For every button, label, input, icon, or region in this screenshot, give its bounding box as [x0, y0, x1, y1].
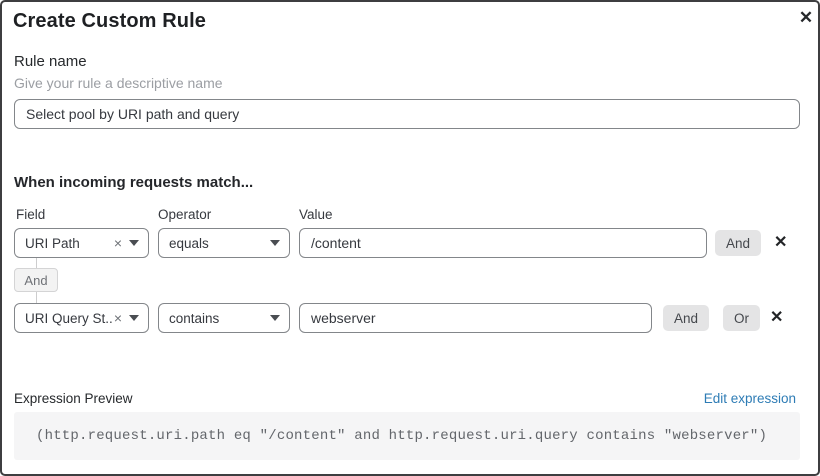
- operator-select-row2-value: contains: [169, 310, 220, 326]
- rule-name-input[interactable]: [14, 99, 800, 129]
- close-icon[interactable]: ✕: [794, 6, 818, 30]
- field-select-row2[interactable]: URI Query St... ×: [14, 303, 149, 333]
- value-input-row1[interactable]: [299, 228, 707, 258]
- connector-line: [36, 258, 37, 268]
- and-button-row2[interactable]: And: [663, 305, 710, 331]
- field-select-row2-value: URI Query St...: [25, 310, 114, 326]
- or-button-row2[interactable]: Or: [723, 305, 760, 331]
- expression-preview-label: Expression Preview: [14, 391, 133, 406]
- chevron-down-icon: [270, 315, 280, 321]
- remove-row1-icon[interactable]: ✕: [774, 234, 788, 251]
- value-input-row2[interactable]: [299, 303, 652, 333]
- remove-row2-icon[interactable]: ✕: [770, 309, 784, 326]
- expression-preview-code: (http.request.uri.path eq "/content" and…: [14, 412, 800, 460]
- page-title: Create Custom Rule: [13, 10, 206, 32]
- clear-icon[interactable]: ×: [113, 310, 122, 326]
- chevron-down-icon: [129, 315, 139, 321]
- operator-select-row1-value: equals: [169, 235, 209, 251]
- edit-expression-link[interactable]: Edit expression: [703, 391, 796, 406]
- match-heading: When incoming requests match...: [14, 174, 254, 191]
- expression-code-text: (http.request.uri.path eq "/content" and…: [36, 428, 768, 444]
- and-button-row1[interactable]: And: [715, 230, 762, 256]
- chevron-down-icon: [129, 240, 139, 246]
- clear-icon[interactable]: ×: [113, 235, 122, 251]
- value-column-label: Value: [299, 207, 333, 222]
- chevron-down-icon: [270, 240, 280, 246]
- connector-badge: And: [14, 268, 58, 292]
- field-select-row1-value: URI Path: [25, 235, 80, 251]
- rule-name-label: Rule name: [14, 53, 87, 70]
- field-select-row1[interactable]: URI Path ×: [14, 228, 149, 258]
- rule-name-helper: Give your rule a descriptive name: [14, 75, 223, 91]
- operator-select-row2[interactable]: contains: [158, 303, 290, 333]
- operator-column-label: Operator: [158, 207, 212, 222]
- field-column-label: Field: [16, 207, 46, 222]
- connector-line: [36, 292, 37, 303]
- operator-select-row1[interactable]: equals: [158, 228, 290, 258]
